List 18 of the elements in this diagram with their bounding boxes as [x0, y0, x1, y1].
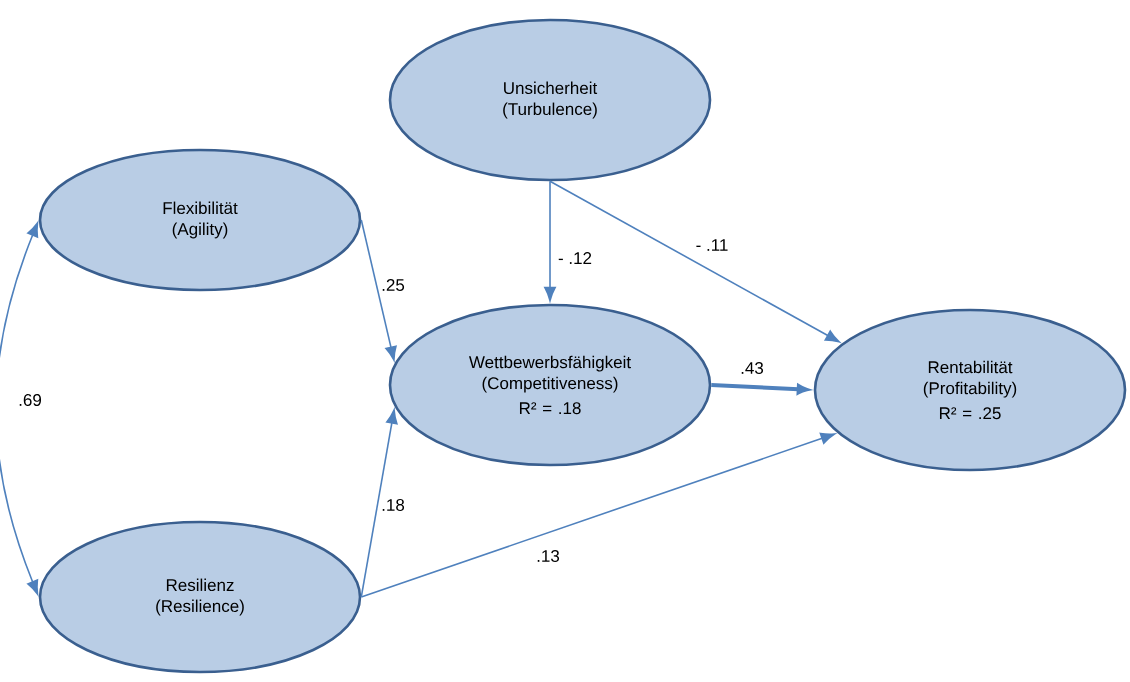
ellipse-node: Wettbewerbsfähigkeit (Competitiveness) R² = .18: [388, 303, 712, 467]
ellipse-node: Unsicherheit (Turbulence): [388, 18, 712, 182]
edge-label: .18: [380, 497, 406, 512]
double-arrow: [0, 222, 39, 595]
arrow: [549, 180, 840, 343]
edge-label: .13: [535, 548, 561, 563]
edge-label: - .12: [557, 251, 593, 265]
arrow: [360, 409, 398, 598]
edge-label: .25: [380, 277, 406, 292]
ellipse-node: Rentabilität (Profitability) R² = .25: [813, 308, 1127, 472]
edge-label: .43: [739, 360, 765, 375]
ellipse-node: Flexibilität (Agility): [38, 148, 362, 292]
edge-label: - .11: [694, 238, 730, 252]
arrow: [360, 432, 836, 598]
edge-label: .69: [17, 392, 43, 407]
arrow: [360, 219, 397, 361]
ellipse-node: Resilienz (Resilience): [38, 520, 362, 674]
arrow: [544, 180, 556, 302]
